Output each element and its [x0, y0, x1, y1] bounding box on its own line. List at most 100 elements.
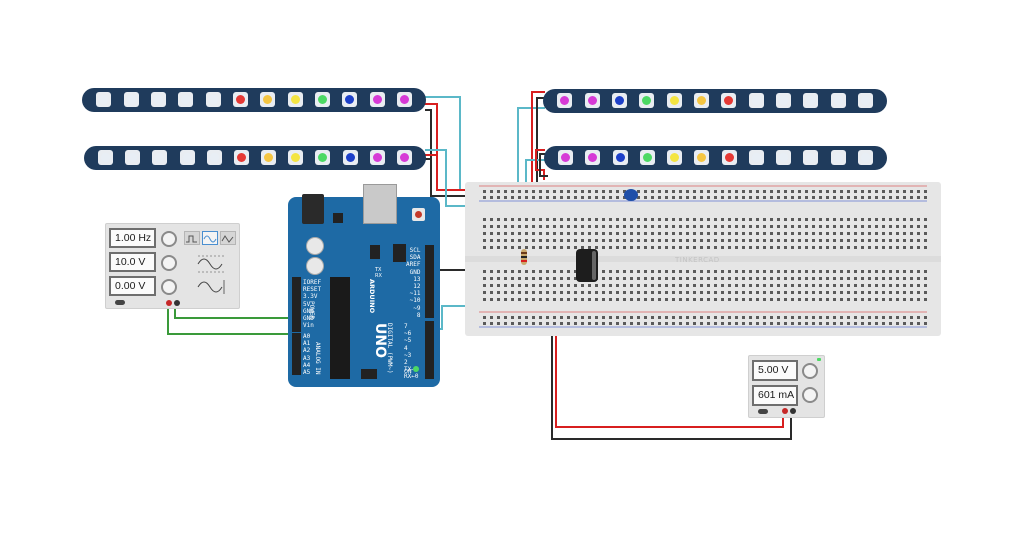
- breadboard-hole: [847, 246, 850, 249]
- breadboard-hole: [798, 225, 801, 228]
- led-light: [833, 153, 843, 162]
- led-strip-top-left[interactable]: [82, 88, 426, 112]
- breadboard-hole: [511, 316, 514, 319]
- breadboard-hole: [504, 196, 507, 199]
- blue-ceramic-capacitor[interactable]: [624, 189, 638, 201]
- breadboard-hole: [728, 277, 731, 280]
- breadboard-hole: [686, 322, 689, 325]
- breadboard-hole: [917, 298, 920, 301]
- analog-header[interactable]: [292, 333, 301, 375]
- breadboard-hole: [658, 322, 661, 325]
- led-light: [588, 153, 598, 162]
- breadboard-hole: [574, 232, 577, 235]
- digital-header-bottom[interactable]: [425, 321, 434, 379]
- resistor[interactable]: [521, 249, 527, 265]
- breadboard-hole: [658, 284, 661, 287]
- psu-power-switch[interactable]: [758, 409, 768, 414]
- breadboard-hole: [924, 232, 927, 235]
- breadboard-hole: [833, 298, 836, 301]
- breadboard-hole: [805, 298, 808, 301]
- breadboard-hole: [560, 239, 563, 242]
- breadboard-hole: [861, 316, 864, 319]
- breadboard-hole: [770, 270, 773, 273]
- breadboard-hole: [546, 277, 549, 280]
- breadboard-hole: [686, 291, 689, 294]
- breadboard-hole: [644, 218, 647, 221]
- fg-power-switch[interactable]: [115, 300, 125, 305]
- electrolytic-capacitor[interactable]: [576, 249, 598, 282]
- fg-terminal-positive[interactable]: [166, 300, 172, 306]
- breadboard-hole: [840, 239, 843, 242]
- breadboard-hole: [602, 239, 605, 242]
- breadboard-hole: [602, 298, 605, 301]
- breadboard-hole: [567, 316, 570, 319]
- breadboard-hole: [483, 225, 486, 228]
- breadboard-hole: [490, 270, 493, 273]
- led-light: [670, 153, 680, 162]
- breadboard-hole: [826, 316, 829, 319]
- led-light: [778, 96, 788, 105]
- breadboard-hole: [784, 225, 787, 228]
- breadboard-hole: [714, 291, 717, 294]
- frequency-knob[interactable]: [161, 231, 177, 247]
- square-wave-icon[interactable]: [184, 231, 200, 245]
- breadboard-hole: [735, 298, 738, 301]
- amplitude-knob[interactable]: [161, 255, 177, 271]
- breadboard-hole: [742, 225, 745, 228]
- dc-power-supply[interactable]: 5.00 V 601 mA: [748, 355, 825, 418]
- voltage-knob[interactable]: [802, 363, 818, 379]
- fg-terminal-negative[interactable]: [174, 300, 180, 306]
- led-pixel: [585, 150, 601, 165]
- breadboard-hole: [784, 316, 787, 319]
- breadboard-hole: [609, 277, 612, 280]
- breadboard-hole: [924, 298, 927, 301]
- breadboard-hole: [539, 277, 542, 280]
- current-knob[interactable]: [802, 387, 818, 403]
- breadboard-hole: [798, 232, 801, 235]
- wire-strip-bottom-right-power[interactable]: [535, 149, 545, 180]
- breadboard-hole: [602, 196, 605, 199]
- breadboard-hole: [763, 316, 766, 319]
- wire-strip-bottom-right-ground[interactable]: [539, 153, 548, 177]
- breadboard-hole: [511, 298, 514, 301]
- psu-terminal-positive[interactable]: [782, 408, 788, 414]
- breadboard-hole: [567, 291, 570, 294]
- breadboard-hole: [910, 225, 913, 228]
- sine-wave-icon[interactable]: [202, 231, 218, 245]
- breadboard-hole: [840, 316, 843, 319]
- breadboard-hole: [714, 232, 717, 235]
- breadboard-hole: [511, 232, 514, 235]
- reset-button[interactable]: [412, 208, 425, 221]
- wire-fg-positive[interactable]: [167, 304, 303, 335]
- breadboard-hole: [910, 270, 913, 273]
- breadboard-hole: [903, 277, 906, 280]
- breadboard-hole: [896, 270, 899, 273]
- led-pixel: [396, 92, 412, 107]
- digital-header-top[interactable]: [425, 245, 434, 318]
- led-strip-top-right[interactable]: [543, 89, 887, 113]
- offset-knob[interactable]: [161, 279, 177, 295]
- led-pixel: [611, 93, 627, 108]
- function-generator[interactable]: 1.00 Hz 10.0 V 0.00 V: [105, 223, 240, 309]
- triangle-wave-icon[interactable]: [220, 231, 236, 245]
- breadboard-hole: [756, 218, 759, 221]
- breadboard-hole: [581, 232, 584, 235]
- power-header[interactable]: [292, 277, 301, 332]
- breadboard-hole: [826, 225, 829, 228]
- led-strip-bottom-left[interactable]: [84, 146, 426, 170]
- breadboard-hole: [728, 218, 731, 221]
- led-light: [399, 95, 409, 104]
- breadboard-hole: [574, 190, 577, 193]
- breadboard-hole: [616, 270, 619, 273]
- led-strip-bottom-right[interactable]: [544, 146, 887, 170]
- breadboard-hole: [567, 218, 570, 221]
- breadboard-hole: [812, 284, 815, 287]
- breadboard-hole: [903, 284, 906, 287]
- psu-terminal-negative[interactable]: [790, 408, 796, 414]
- breadboard-hole: [917, 196, 920, 199]
- breadboard-hole: [777, 239, 780, 242]
- arduino-uno-board[interactable]: IOREF RESET 3.3V 5V GND GND Vin A0 A1 A2…: [288, 184, 440, 387]
- breadboard[interactable]: TINKERCAD: [465, 182, 941, 336]
- breadboard-hole: [791, 284, 794, 287]
- breadboard-hole: [910, 298, 913, 301]
